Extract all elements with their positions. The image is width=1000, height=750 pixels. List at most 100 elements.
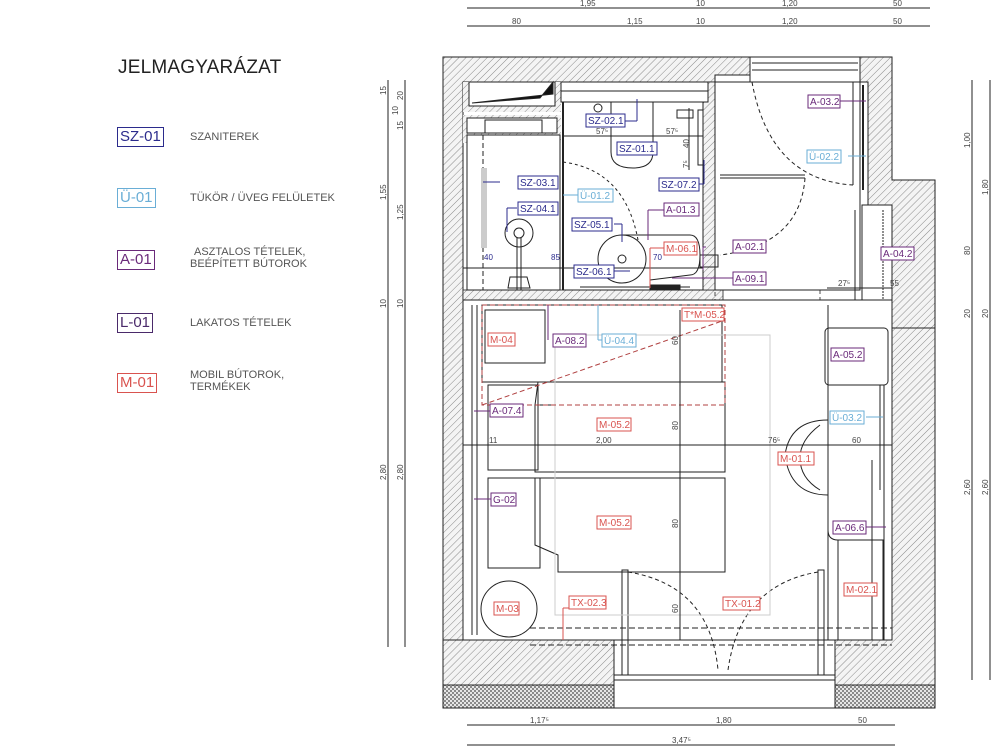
dim-left-1-25: 1,25	[396, 204, 405, 220]
svg-text:Ü-01.2: Ü-01.2	[580, 190, 610, 202]
dim-top-1-95: 1,95	[580, 0, 596, 8]
dim-bath-70: 70	[653, 253, 662, 262]
dim-top-1-15: 1,15	[627, 17, 643, 26]
dim-bath-85: 85	[551, 253, 560, 262]
dim-right-2-60b: 2,60	[981, 479, 990, 495]
svg-text:SZ-06.1: SZ-06.1	[576, 267, 612, 278]
svg-text:G-02: G-02	[493, 495, 516, 506]
tag-sz-01-1	[616, 141, 658, 156]
tag-m-05-2-star	[681, 307, 725, 322]
svg-text:Ü-03.2: Ü-03.2	[832, 412, 862, 424]
dim-hall-27: 27⁵	[838, 279, 850, 288]
dim-top-10a: 10	[696, 0, 705, 8]
walls	[442, 56, 936, 709]
dim-right-1-00: 1,00	[963, 132, 972, 148]
svg-text:A-03.2: A-03.2	[810, 97, 840, 108]
tag-a-07-4	[489, 403, 524, 418]
svg-text:M-05.2: M-05.2	[599, 420, 631, 431]
dim-left-1-55: 1,55	[379, 184, 388, 200]
tag-sz-02-1	[585, 113, 626, 128]
tag-a-01-3	[663, 202, 700, 217]
dim-top-50b: 50	[893, 17, 902, 26]
dim-bath-40: 40	[484, 253, 493, 262]
legend-code: M-01	[117, 373, 158, 393]
tag-tx-01-2	[722, 596, 761, 611]
svg-text:M-06.1: M-06.1	[666, 244, 698, 255]
svg-text:TX-01.2: TX-01.2	[725, 599, 761, 610]
dim-top-80: 80	[512, 17, 521, 26]
tag-sz-04-1	[517, 201, 559, 216]
dim-room-76: 76⁵	[768, 436, 780, 445]
tag-m-04	[487, 332, 516, 347]
dim-bot-1-80: 1,80	[716, 716, 732, 725]
tag-a-02-1	[732, 239, 767, 254]
svg-text:SZ-07.2: SZ-07.2	[661, 180, 697, 191]
dim-wc-40: 40	[682, 139, 691, 148]
legend-item-joinery: A-01 ASZTALOS TÉTELEK, BEÉPÍTETT BÚTOROK	[117, 246, 307, 270]
dim-bot-3-47: 3,47⁵	[672, 736, 691, 745]
dim-top-50a: 50	[893, 0, 902, 8]
tag-u-03-2	[829, 410, 865, 425]
svg-text:M-05.2: M-05.2	[599, 518, 631, 529]
dim-room-60: 60	[852, 436, 861, 445]
tag-m-03	[493, 601, 520, 616]
legend-code: SZ-01	[117, 127, 164, 147]
tag-sz-06-1	[573, 264, 615, 279]
dim-wc-7: 7⁵	[682, 160, 691, 168]
dim-left-20: 20	[396, 91, 405, 100]
svg-text:SZ-02.1: SZ-02.1	[588, 116, 624, 127]
dim-room-80b: 80	[671, 519, 680, 528]
svg-text:M-04: M-04	[490, 335, 513, 346]
svg-text:M-01.1: M-01.1	[780, 454, 812, 465]
svg-text:M-03: M-03	[496, 604, 519, 615]
svg-text:A-07.4: A-07.4	[492, 406, 522, 417]
tag-m-05-2-a	[596, 417, 632, 432]
legend-code: A-01	[117, 250, 155, 270]
tag-a-09-1	[732, 271, 767, 286]
svg-text:SZ-05.1: SZ-05.1	[574, 220, 610, 231]
top-opening	[560, 56, 861, 103]
dimension-texts: 1,95 10 1,20 50 80 1,15 10 1,20 50 1,17⁵…	[379, 0, 990, 745]
svg-text:A-01.3: A-01.3	[666, 205, 696, 216]
dim-left-2-80b: 2,80	[396, 464, 405, 480]
dim-bath-57a: 57⁵	[596, 127, 608, 136]
legend-label: TÜKÖR / ÜVEG FELÜLETEK	[190, 192, 335, 204]
tag-a-05-2	[830, 347, 865, 362]
dim-left-10b: 10	[391, 106, 400, 115]
legend-item-mobile: M-01 MOBIL BÚTOROK, TERMÉKEK	[117, 369, 284, 393]
svg-text:A-02.1: A-02.1	[735, 242, 765, 253]
dim-right-1-80: 1,80	[981, 179, 990, 195]
tag-u-01-2	[577, 188, 614, 203]
svg-text:SZ-01.1: SZ-01.1	[619, 144, 655, 155]
svg-text:Ü-02.2: Ü-02.2	[809, 151, 839, 163]
svg-text:TX-02.3: TX-02.3	[571, 598, 607, 609]
svg-text:A-08.2: A-08.2	[555, 336, 585, 347]
legend-item-metalwork: L-01 LAKATOS TÉTELEK	[117, 313, 292, 333]
dim-right-2-60: 2,60	[963, 479, 972, 495]
svg-text:A-04.2: A-04.2	[883, 249, 913, 260]
tag-u-04-4	[601, 333, 637, 348]
tag-a-08-2	[552, 333, 587, 348]
main-room	[462, 299, 893, 681]
dim-left-10c: 10	[396, 299, 405, 308]
svg-text:Ü-04.4: Ü-04.4	[604, 335, 634, 347]
svg-text:A-06.6: A-06.6	[835, 523, 865, 534]
dim-left-15: 15	[379, 86, 388, 95]
tag-m-05-2-b	[596, 515, 632, 530]
tag-m-06-1	[663, 241, 698, 256]
svg-text:M-02.1: M-02.1	[846, 585, 878, 596]
dim-left-15b: 15	[396, 121, 405, 130]
svg-text:SZ-04.1: SZ-04.1	[520, 204, 556, 215]
legend-code: L-01	[117, 313, 154, 333]
tag-a-06-6	[832, 520, 867, 535]
item-tags: SZ-02.1 SZ-01.1 SZ-03.1 SZ-04.1 SZ-07.2 …	[474, 94, 915, 640]
legend-code: Ü-01	[117, 188, 156, 208]
entrance-hall	[699, 81, 893, 301]
dim-room-60-bot: 60	[671, 604, 680, 613]
dimension-lines	[387, 7, 991, 746]
tag-sz-05-1	[571, 217, 613, 232]
legend-label: LAKATOS TÉTELEK	[190, 317, 292, 329]
svg-text:SZ-03.1: SZ-03.1	[520, 178, 556, 189]
tag-tx-02-3	[568, 595, 607, 610]
